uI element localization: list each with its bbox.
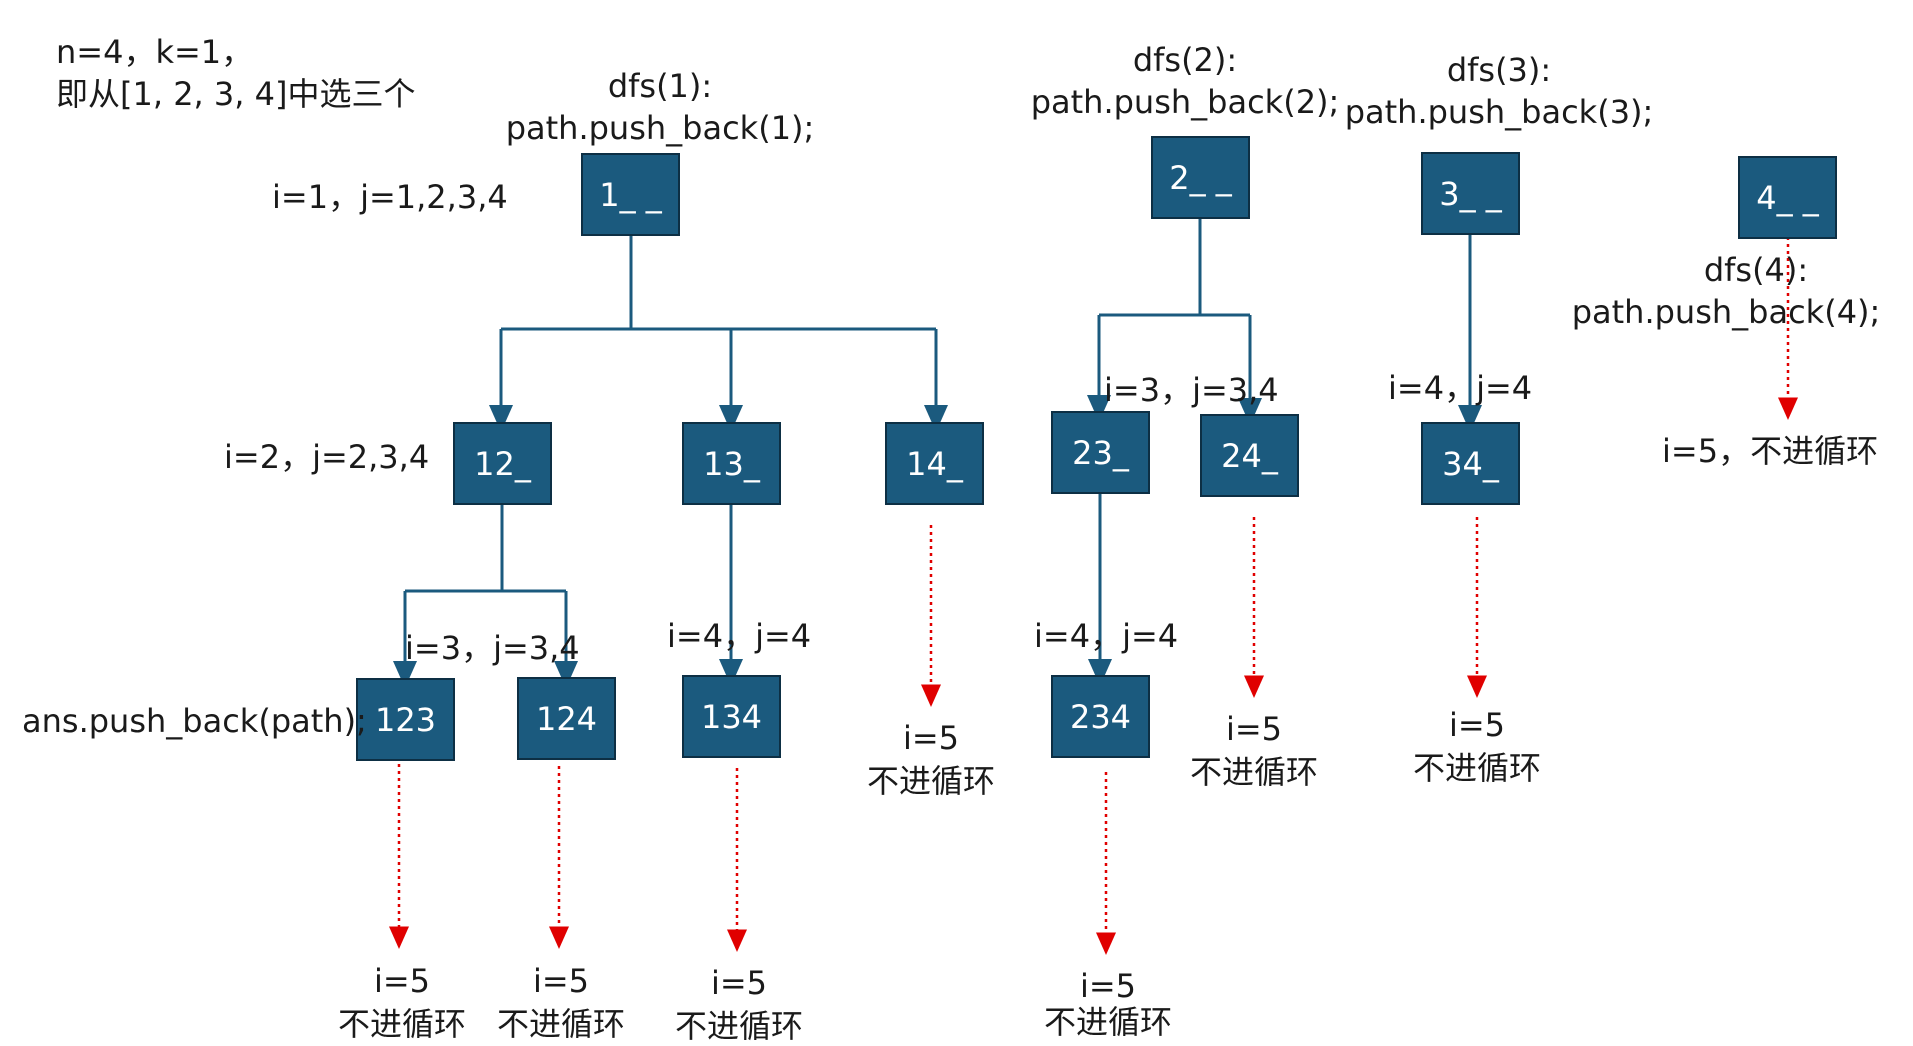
- edge-bus-2: [1099, 219, 1250, 317]
- dfs4-push: path.push_back(4);: [1571, 293, 1881, 331]
- stop-134-i: i=5: [710, 964, 768, 1002]
- dfs1-push: path.push_back(1);: [505, 109, 815, 147]
- stop-14-text: 不进循环: [866, 762, 995, 800]
- node-4: 4_ _: [1738, 156, 1837, 239]
- stop-234-i: i=5: [1079, 967, 1137, 1005]
- dfs4-call: dfs(4):: [1703, 251, 1809, 289]
- node-123: 123: [356, 678, 455, 761]
- stop-134-text: 不进循环: [674, 1007, 803, 1045]
- node-3: 3_ _: [1421, 152, 1520, 235]
- dfs1-call: dfs(1):: [607, 67, 713, 105]
- stop-14-i: i=5: [902, 719, 960, 757]
- edge-bus-12: [405, 505, 566, 593]
- stop-123-i: i=5: [373, 962, 431, 1000]
- loop-label-level2: i=2，j=2,3,4: [224, 438, 430, 476]
- loop-label-12: i=3，j=3,4: [405, 629, 580, 667]
- stop-123-text: 不进循环: [337, 1005, 466, 1043]
- node-134: 134: [682, 675, 781, 758]
- dfs3-push: path.push_back(3);: [1344, 93, 1654, 131]
- stop-234-text: 不进循环: [1043, 1003, 1172, 1041]
- node-13: 13_: [682, 422, 781, 505]
- node-1: 1_ _: [581, 153, 680, 236]
- stop-24-text: 不进循环: [1189, 753, 1318, 791]
- loop-label-13: i=4，j=4: [667, 617, 812, 655]
- stop-34-i: i=5: [1448, 706, 1506, 744]
- node-23: 23_: [1051, 411, 1150, 494]
- loop-label-3: i=4，j=4: [1388, 369, 1533, 407]
- dfs2-call: dfs(2):: [1132, 41, 1238, 79]
- dfs2-push: path.push_back(2);: [1030, 83, 1340, 121]
- intro-line-1: n=4，k=1，: [56, 33, 254, 71]
- stop-arrows: [389, 237, 1798, 955]
- node-14: 14_: [885, 422, 984, 505]
- stop-24-i: i=5: [1225, 710, 1283, 748]
- loop-label-4: i=5，不进循环: [1662, 432, 1879, 470]
- tree-edges: [393, 219, 1482, 688]
- node-2: 2_ _: [1151, 136, 1250, 219]
- node-24: 24_: [1200, 414, 1299, 497]
- node-234: 234: [1051, 675, 1150, 758]
- ans-push-label: ans.push_back(path);: [22, 702, 367, 740]
- stop-124-i: i=5: [532, 962, 590, 1000]
- edge-bus-1: [501, 235, 936, 331]
- loop-label-23: i=4，j=4: [1034, 617, 1179, 655]
- node-124: 124: [517, 677, 616, 760]
- loop-label-level1: i=1，j=1,2,3,4: [272, 178, 508, 216]
- node-34: 34_: [1421, 422, 1520, 505]
- node-12: 12_: [453, 422, 552, 505]
- dfs3-call: dfs(3):: [1446, 51, 1552, 89]
- stop-34-text: 不进循环: [1412, 749, 1541, 787]
- intro-line-2: 即从[1, 2, 3, 4]中选三个: [56, 75, 416, 113]
- stop-124-text: 不进循环: [496, 1005, 625, 1043]
- loop-label-2: i=3，j=3,4: [1104, 371, 1279, 409]
